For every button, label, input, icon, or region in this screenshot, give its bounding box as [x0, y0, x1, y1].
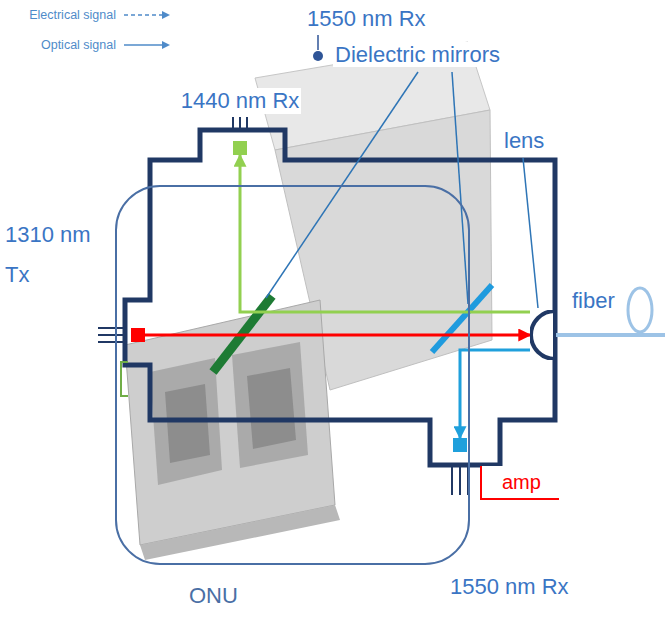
component-label: lens: [502, 128, 546, 154]
label-anchor: 1440 nm Rx: [179, 88, 302, 114]
label-anchor: 1550 nm Rx: [305, 6, 428, 32]
pin: [239, 117, 241, 129]
legend-text: Electrical signal: [8, 8, 116, 22]
legend: Electrical signalOptical signal: [8, 0, 172, 60]
detector-dot: [313, 51, 323, 61]
lens-shape: [530, 310, 555, 360]
label-anchor: fiber: [570, 288, 617, 314]
pin: [98, 341, 123, 343]
pin: [98, 334, 123, 336]
photo-latch: [232, 342, 308, 468]
unit-title: ONU: [187, 583, 240, 609]
legend-sample: [122, 9, 172, 21]
optical-component: 1440 nm Rx: [233, 141, 247, 155]
pins: [98, 117, 468, 495]
optical-path: [145, 334, 530, 337]
amplifier-box: amp: [480, 466, 559, 500]
label-anchor: ONU: [187, 583, 240, 609]
fiber-coil: [628, 288, 652, 332]
amplifier-label: amp: [502, 469, 543, 495]
component-label: 1310 nm Tx: [3, 215, 93, 295]
legend-arrowhead: [162, 41, 170, 49]
legend-text: Optical signal: [8, 38, 116, 52]
pin: [98, 327, 123, 329]
pin: [451, 467, 453, 495]
leader-line: [452, 72, 468, 304]
optical-component: 1550 nm Rx: [453, 438, 467, 452]
lens-outline: [531, 311, 555, 359]
pin: [459, 467, 461, 495]
photo-port: [165, 384, 210, 463]
label-anchor: lens: [502, 128, 546, 154]
photo-port: [247, 368, 296, 449]
label-anchor: 1550 nm Rx: [448, 574, 571, 600]
label-anchor: Dielectric mirrors: [333, 42, 502, 68]
pin: [232, 117, 234, 129]
component-label: 1550 nm Rx: [448, 574, 571, 600]
component-label: 1440 nm Rx: [179, 88, 302, 114]
label-anchor: 1310 nm Tx: [3, 215, 93, 295]
legend-arrowhead: [162, 11, 170, 19]
green-bracket: [121, 362, 128, 396]
legend-line: [124, 14, 163, 16]
optical-path: [460, 350, 530, 438]
optical-path: [240, 155, 530, 312]
detector-lead: [317, 35, 319, 50]
optical-component: 1310 nm Tx: [131, 328, 145, 342]
legend-row: Electrical signal: [8, 0, 172, 30]
diagram-label: fiber: [570, 288, 617, 313]
blue-dielectric-mirror: [432, 285, 492, 352]
sfp-photo: [125, 42, 492, 560]
leader-line: [523, 158, 538, 308]
pin: [246, 117, 248, 129]
legend-row: Optical signal: [8, 30, 172, 60]
legend-line: [124, 44, 163, 46]
triplexer-housing: [125, 130, 555, 465]
photo-bottom-strip: [140, 505, 340, 560]
lens-node: lens: [530, 310, 555, 360]
onu-outline: ONU: [115, 185, 470, 565]
diagram-label: 1550 nm Rx: [305, 6, 428, 31]
diagram-label: Dielectric mirrors: [333, 42, 502, 67]
fiber-line: [556, 333, 665, 337]
legend-sample: [122, 39, 172, 51]
